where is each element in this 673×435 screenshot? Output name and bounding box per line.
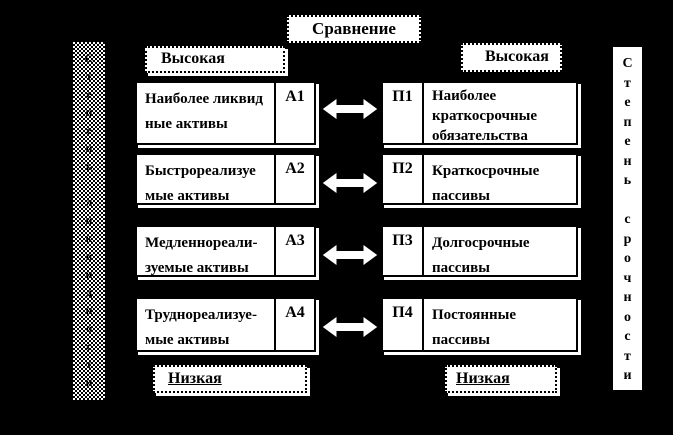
asset-label-4: Труднореализуе- мые активы [145, 307, 257, 348]
asset-label-1: Наиболее ликвид ные активы [145, 91, 263, 132]
asset-code-a2: А2 [274, 155, 314, 203]
liability-label-1: Наиболее краткосрочные обязательства [432, 88, 537, 144]
liability-label-4: Постоянные пассивы [432, 307, 516, 348]
assets-scale-low-label: Низкая [168, 370, 222, 387]
liabilities-scale-high: Высокая [461, 43, 562, 72]
liability-code-p1: П1 [383, 83, 424, 143]
asset-row-4: Труднореализуе- мые активы А4 [135, 297, 316, 352]
liabilities-scale-low-label: Низкая [456, 370, 510, 387]
comparison-title: Сравнение [287, 15, 421, 43]
liabilities-scale-low: Низкая [445, 365, 557, 393]
urgency-axis-bar: С т е п е н ь с р о ч н о с т и [613, 47, 642, 390]
liability-label-3: Долгосрочные пассивы [432, 235, 530, 276]
assets-scale-low: Низкая [153, 365, 307, 393]
asset-label-2: Быстрореализуе мые активы [145, 163, 256, 204]
liability-code-p3: П3 [383, 227, 424, 275]
liquidity-axis-label: С т е п е н ь л и к в и д н о с т и [84, 51, 94, 389]
asset-code-a3: А3 [274, 227, 314, 275]
urgency-axis-label: С т е п е н ь с р о ч н о с т и [622, 56, 633, 383]
assets-scale-high: Высокая [145, 46, 285, 73]
liability-row-1: П1 Наиболее краткосрочные обязательства [381, 81, 578, 145]
liquidity-axis-bar: С т е п е н ь л и к в и д н о с т и [73, 42, 105, 400]
asset-code-a1: А1 [274, 83, 314, 143]
asset-row-2: Быстрореализуе мые активы А2 [135, 153, 316, 205]
liability-row-3: П3 Долгосрочные пассивы [381, 225, 578, 277]
double-arrow-icon [321, 243, 379, 267]
liability-code-p4: П4 [383, 299, 424, 350]
double-arrow-icon [321, 171, 379, 195]
asset-row-3: Медленнореали- зуемые активы А3 [135, 225, 316, 277]
liability-code-p2: П2 [383, 155, 424, 203]
asset-code-a4: А4 [274, 299, 314, 350]
liability-label-2: Краткосрочные пассивы [432, 163, 540, 204]
asset-label-3: Медленнореали- зуемые активы [145, 235, 258, 276]
double-arrow-icon [321, 315, 379, 339]
asset-row-1: Наиболее ликвид ные активы А1 [135, 81, 316, 145]
liability-row-4: П4 Постоянные пассивы [381, 297, 578, 352]
double-arrow-icon [321, 97, 379, 121]
liability-row-2: П2 Краткосрочные пассивы [381, 153, 578, 205]
